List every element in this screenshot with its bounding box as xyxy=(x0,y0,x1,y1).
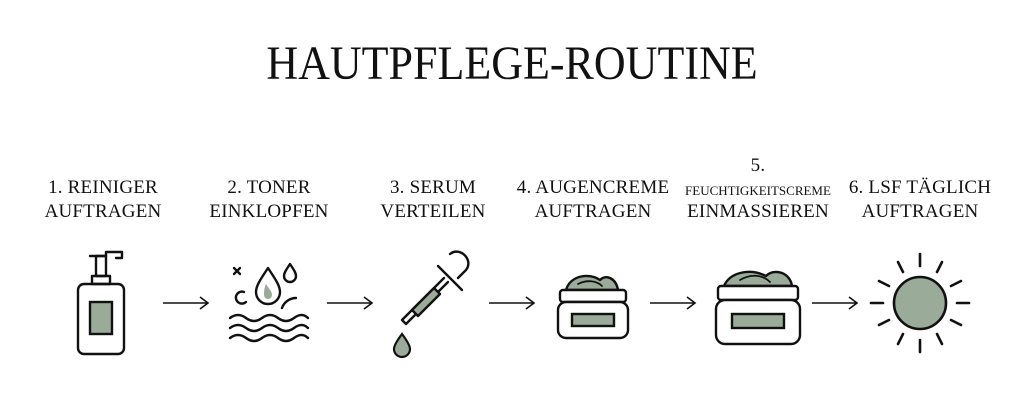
step-action: EINMASSIEREN xyxy=(687,201,829,222)
step-label: 1. REINIGER AUFTRAGEN xyxy=(18,176,188,224)
step-action: VERTEILEN xyxy=(380,201,486,222)
step-title: FEUCHTIGKEITSCREME xyxy=(685,183,831,198)
step-sunscreen: 6. LSF TÄGLICH AUFTRAGEN xyxy=(835,0,1005,420)
step-toner: 2. TONER EINKLOPFEN xyxy=(184,0,354,420)
arrow-icon xyxy=(327,296,374,310)
step-action: AUFTRAGEN xyxy=(534,201,652,222)
step-action: AUFTRAGEN xyxy=(44,201,162,222)
step-title: 1. REINIGER xyxy=(48,177,158,198)
water-splash-icon xyxy=(228,262,310,343)
arrow-icon xyxy=(489,296,536,310)
step-cleanser: 1. REINIGER AUFTRAGEN xyxy=(18,0,188,420)
sun-icon xyxy=(869,252,971,354)
step-label: 2. TONER EINKLOPFEN xyxy=(184,176,354,224)
small-cream-jar-icon xyxy=(556,274,630,340)
page-title: HAUTPFLEGE-ROUTINE xyxy=(266,37,758,90)
step-label: 3. SERUM VERTEILEN xyxy=(348,176,518,224)
arrow-icon xyxy=(650,296,697,310)
step-action: AUFTRAGEN xyxy=(861,201,979,222)
step-moisturizer: 5. FEUCHTIGKEITSCREME EINMASSIEREN xyxy=(673,0,843,420)
dropper-icon xyxy=(392,250,470,359)
arrow-icon xyxy=(812,296,859,310)
pump-bottle-icon xyxy=(76,250,126,356)
cream-jar-icon xyxy=(714,270,802,346)
step-title: 2. TONER xyxy=(227,177,311,198)
step-eye-cream: 4. AUGENCREME AUFTRAGEN xyxy=(508,0,678,420)
step-title: 3. SERUM xyxy=(389,177,477,198)
step-action: EINKLOPFEN xyxy=(209,201,329,222)
arrow-icon xyxy=(163,296,210,310)
step-title: 4. AUGENCREME xyxy=(516,177,670,198)
step-label: 4. AUGENCREME AUFTRAGEN xyxy=(508,176,678,224)
step-number: 5. xyxy=(750,155,766,176)
step-label: 6. LSF TÄGLICH AUFTRAGEN xyxy=(835,176,1005,224)
step-serum: 3. SERUM VERTEILEN xyxy=(348,0,518,420)
step-title: 6. LSF TÄGLICH xyxy=(848,177,992,198)
step-label: 5. FEUCHTIGKEITSCREME EINMASSIEREN xyxy=(673,154,843,224)
